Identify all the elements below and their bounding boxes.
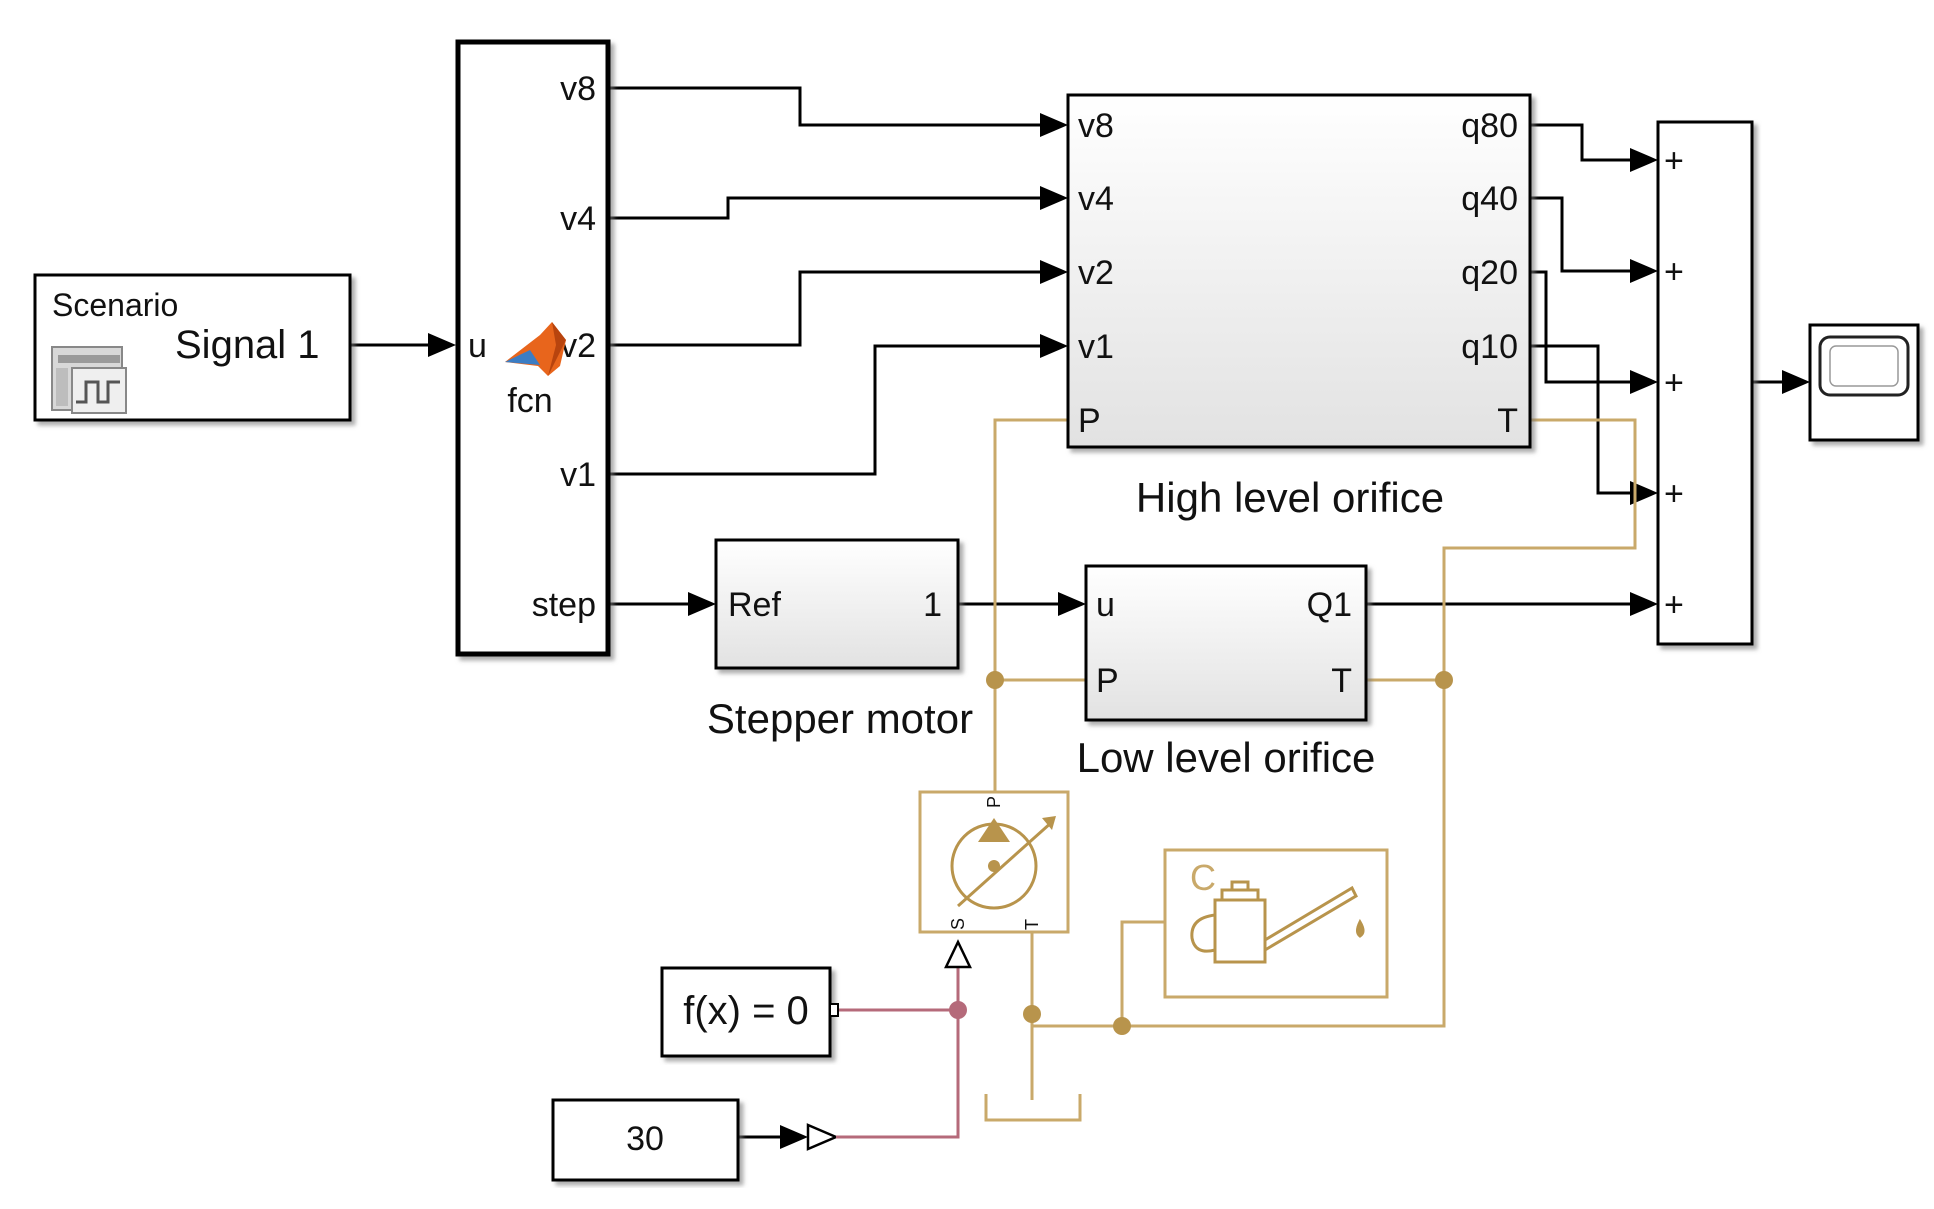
- wire-accumulator[interactable]: [1120, 920, 1165, 1026]
- stepper-in-ref: Ref: [728, 586, 781, 624]
- signal-builder-icon: [51, 346, 127, 414]
- fcn-in-u: u: [468, 327, 487, 365]
- wire-v1[interactable]: [608, 344, 1040, 476]
- ps-signal-lines: [836, 968, 967, 1139]
- low-out-t: T: [1331, 662, 1352, 700]
- accumulator-letter: C: [1190, 857, 1216, 898]
- pump-port-t: T: [1022, 919, 1042, 930]
- sum-sign-3: +: [1664, 364, 1684, 402]
- pump-block[interactable]: P S T: [918, 790, 1070, 934]
- low-orifice-label: Low level orifice: [1077, 734, 1376, 781]
- stepper-out-1: 1: [923, 586, 942, 624]
- wire-v4[interactable]: [608, 196, 1040, 220]
- pump-icon: [950, 816, 1056, 910]
- wire-ps-to-pump[interactable]: [836, 968, 960, 1139]
- sum-sign-2: +: [1664, 253, 1684, 291]
- fcn-block[interactable]: u v8 v4 v2 v1 step fcn: [455, 39, 611, 657]
- pump-s-port-arrow: [944, 939, 972, 969]
- accumulator-block[interactable]: C: [1163, 848, 1389, 999]
- high-in-p: P: [1078, 402, 1101, 440]
- low-orifice-block[interactable]: u P Q1 T: [1084, 564, 1368, 722]
- physical-lines: [984, 418, 1637, 1122]
- fcn-out-v1: v1: [560, 456, 596, 494]
- scenario-title: Scenario: [52, 287, 178, 323]
- scenario-block[interactable]: Scenario Signal 1: [33, 273, 352, 422]
- scenario-signal: Signal 1: [175, 323, 320, 367]
- high-out-q10: q10: [1461, 328, 1518, 366]
- sum-sign-1: +: [1664, 142, 1684, 180]
- fcn-out-step: step: [532, 586, 596, 624]
- wire-q20[interactable]: [1530, 270, 1630, 384]
- physical-junctions: [986, 671, 1453, 1035]
- wire-high-p[interactable]: [993, 418, 1068, 792]
- high-out-q20: q20: [1461, 254, 1518, 292]
- scope-icon: [1818, 335, 1910, 397]
- scope-block[interactable]: [1808, 323, 1920, 442]
- high-out-q40: q40: [1461, 180, 1518, 218]
- high-in-v2: v2: [1078, 254, 1114, 292]
- stepper-label: Stepper motor: [707, 695, 973, 742]
- high-in-v8: v8: [1078, 107, 1114, 145]
- wire-q40[interactable]: [1530, 196, 1630, 273]
- wire-q80[interactable]: [1530, 123, 1630, 162]
- stepper-block[interactable]: Ref 1: [714, 538, 960, 670]
- sum-sign-4: +: [1664, 475, 1684, 513]
- wire-v8[interactable]: [608, 86, 1040, 127]
- signal-lines: [350, 86, 1810, 1151]
- sum-sign-5: +: [1664, 586, 1684, 624]
- constant-block[interactable]: 30: [551, 1098, 740, 1182]
- fcn-out-v2: v2: [560, 327, 596, 365]
- wire-v2[interactable]: [608, 270, 1040, 347]
- low-in-u: u: [1096, 586, 1115, 624]
- sum-block[interactable]: + + + + +: [1656, 120, 1754, 646]
- oil-can-icon: [1190, 880, 1365, 964]
- low-out-q1: Q1: [1307, 586, 1352, 624]
- pump-port-p: P: [984, 796, 1004, 808]
- high-orifice-block[interactable]: v8 v4 v2 v1 P q80 q40 q20 q10 T: [1066, 93, 1532, 449]
- fcn-out-v8: v8: [560, 70, 596, 108]
- high-out-t: T: [1497, 402, 1518, 440]
- high-in-v1: v1: [1078, 328, 1114, 366]
- ps-converter-arrow: [806, 1123, 840, 1151]
- constant-value: 30: [626, 1120, 664, 1158]
- high-out-q80: q80: [1461, 107, 1518, 145]
- junction-ps: [949, 1001, 967, 1019]
- tank: [984, 1094, 1082, 1122]
- fcn-name: fcn: [507, 382, 552, 420]
- pump-port-s: S: [948, 918, 968, 930]
- fcn-out-v4: v4: [560, 200, 596, 238]
- wire-high-t[interactable]: [1032, 418, 1637, 1028]
- matlab-logo-icon: [505, 322, 566, 376]
- high-orifice-label: High level orifice: [1136, 474, 1444, 521]
- low-in-p: P: [1096, 662, 1119, 700]
- solver-label: f(x) = 0: [683, 989, 809, 1033]
- high-in-v4: v4: [1078, 180, 1114, 218]
- solver-block[interactable]: f(x) = 0: [660, 966, 839, 1058]
